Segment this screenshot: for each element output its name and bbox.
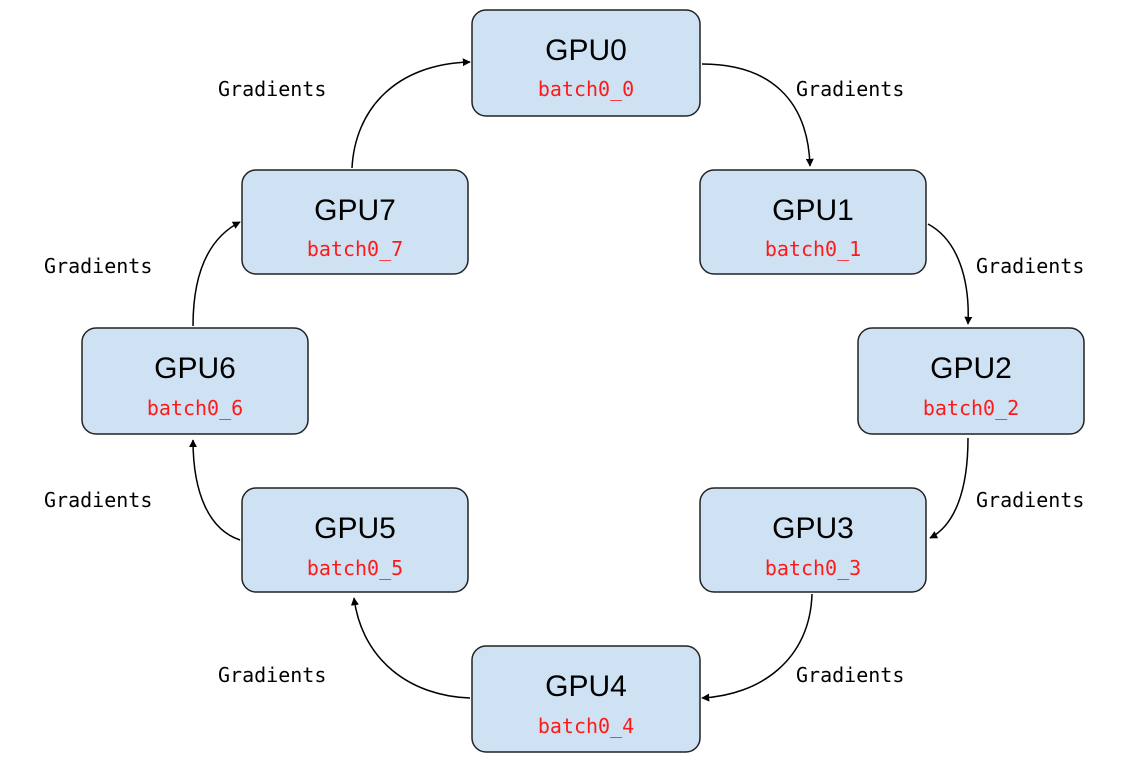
node-box-gpu2 [857,327,1085,435]
node-gpu7: GPU7 batch0_7 [241,169,469,275]
node-batch-gpu6: batch0_6 [147,396,243,420]
edge-gpu3-gpu4 [701,593,813,702]
edge-label-gpu4-gpu5: Gradients [218,663,326,687]
edge-gpu2-gpu3 [929,437,969,539]
node-batch-gpu1: batch0_1 [765,237,861,261]
node-batch-gpu4: batch0_4 [538,714,634,738]
node-box-gpu1 [699,169,927,275]
node-batch-gpu2: batch0_2 [923,396,1019,420]
node-gpu6: GPU6 batch0_6 [81,327,309,435]
node-batch-gpu5: batch0_5 [307,556,403,580]
node-title-gpu4: GPU4 [545,670,627,703]
edge-gpu1-gpu2 [927,223,973,325]
edge-gpu0-gpu1 [701,63,814,167]
node-batch-gpu7: batch0_7 [307,237,403,261]
node-box-gpu3 [699,487,927,593]
edge-label-gpu5-gpu6: Gradients [44,488,152,512]
edge-label-gpu7-gpu0: Gradients [218,77,326,101]
node-gpu3: GPU3 batch0_3 [699,487,927,593]
edge-label-gpu6-gpu7: Gradients [44,254,152,278]
nodes: GPU0 batch0_0 GPU1 batch0_1 GPU2 batch0_… [81,9,1085,753]
node-title-gpu3: GPU3 [772,512,854,545]
node-title-gpu7: GPU7 [314,194,396,227]
node-batch-gpu3: batch0_3 [765,556,861,580]
edges [189,58,973,702]
node-title-gpu5: GPU5 [314,512,396,545]
edge-label-gpu1-gpu2: Gradients [976,254,1084,278]
node-gpu2: GPU2 batch0_2 [857,327,1085,435]
edge-gpu4-gpu5 [350,597,471,699]
node-box-gpu6 [81,327,309,435]
edge-label-gpu3-gpu4: Gradients [796,663,904,687]
node-gpu5: GPU5 batch0_5 [241,487,469,593]
node-title-gpu0: GPU0 [545,34,627,67]
edge-label-gpu0-gpu1: Gradients [796,77,904,101]
node-box-gpu7 [241,169,469,275]
edge-gpu6-gpu7 [192,221,241,327]
node-gpu4: GPU4 batch0_4 [471,645,701,753]
node-gpu0: GPU0 batch0_0 [471,9,701,117]
node-gpu1: GPU1 batch0_1 [699,169,927,275]
node-title-gpu2: GPU2 [930,352,1012,385]
edge-gpu7-gpu0 [351,58,471,169]
node-box-gpu4 [471,645,701,753]
edge-gpu5-gpu6 [189,439,241,541]
node-box-gpu0 [471,9,701,117]
node-batch-gpu0: batch0_0 [538,77,634,101]
edge-label-gpu2-gpu3: Gradients [976,488,1084,512]
node-title-gpu1: GPU1 [772,194,854,227]
node-box-gpu5 [241,487,469,593]
edge-labels: Gradients Gradients Gradients Gradients … [44,77,1084,687]
node-title-gpu6: GPU6 [154,352,236,385]
